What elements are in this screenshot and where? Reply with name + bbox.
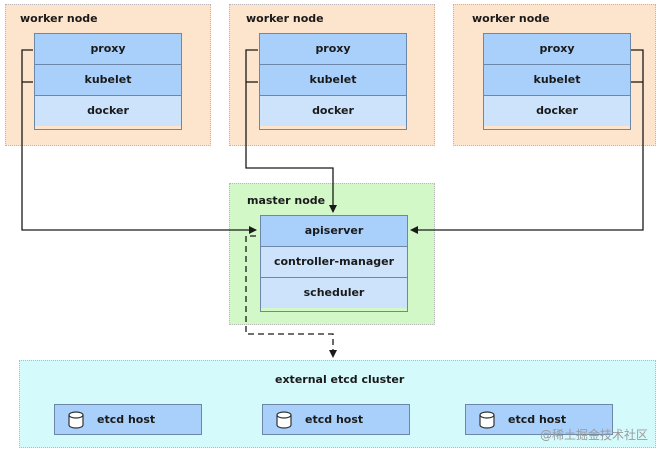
master-node: master node apiserver controller-manager…	[229, 183, 435, 325]
etcd-host-2: etcd host	[262, 404, 410, 435]
etcd-cluster-title: external etcd cluster	[275, 373, 405, 386]
external-etcd-cluster: external etcd cluster etcd host etcd hos…	[19, 360, 656, 448]
docker-component: docker	[484, 96, 630, 126]
etcd-host-label: etcd host	[305, 413, 364, 426]
worker-3-to-apiserver-connector	[410, 49, 644, 234]
proxy-component: proxy	[260, 34, 406, 65]
watermark: @稀土掘金技术社区	[539, 428, 648, 442]
database-icon	[276, 411, 292, 429]
worker-node-1-components: proxy kubelet docker	[34, 33, 182, 130]
docker-component: docker	[260, 96, 406, 126]
kubelet-component: kubelet	[35, 65, 181, 96]
etcd-host-3: etcd host	[465, 404, 613, 435]
kubelet-component: kubelet	[484, 65, 630, 96]
controller-manager-component: controller-manager	[261, 247, 407, 278]
etcd-host-label: etcd host	[97, 413, 156, 426]
worker-node-1-title: worker node	[20, 12, 98, 25]
worker-node-2-title: worker node	[246, 12, 324, 25]
etcd-host-1: etcd host	[54, 404, 202, 435]
proxy-component: proxy	[484, 34, 630, 65]
master-node-components: apiserver controller-manager scheduler	[260, 215, 408, 312]
scheduler-component: scheduler	[261, 278, 407, 308]
proxy-component: proxy	[35, 34, 181, 65]
worker-1-to-apiserver-connector	[21, 49, 257, 234]
worker-node-1: worker node proxy kubelet docker	[5, 4, 211, 146]
docker-component: docker	[35, 96, 181, 126]
master-node-title: master node	[247, 194, 326, 207]
database-icon	[68, 411, 84, 429]
worker-2-to-apiserver-connector	[245, 49, 337, 213]
worker-node-3: worker node proxy kubelet docker	[453, 4, 656, 146]
worker-node-2-components: proxy kubelet docker	[259, 33, 407, 130]
worker-node-3-title: worker node	[472, 12, 550, 25]
worker-node-3-components: proxy kubelet docker	[483, 33, 631, 130]
worker-node-2: worker node proxy kubelet docker	[229, 4, 435, 146]
apiserver-component: apiserver	[261, 216, 407, 247]
apiserver-to-etcd-connector	[245, 235, 337, 358]
database-icon	[479, 411, 495, 429]
etcd-host-label: etcd host	[508, 413, 567, 426]
kubelet-component: kubelet	[260, 65, 406, 96]
